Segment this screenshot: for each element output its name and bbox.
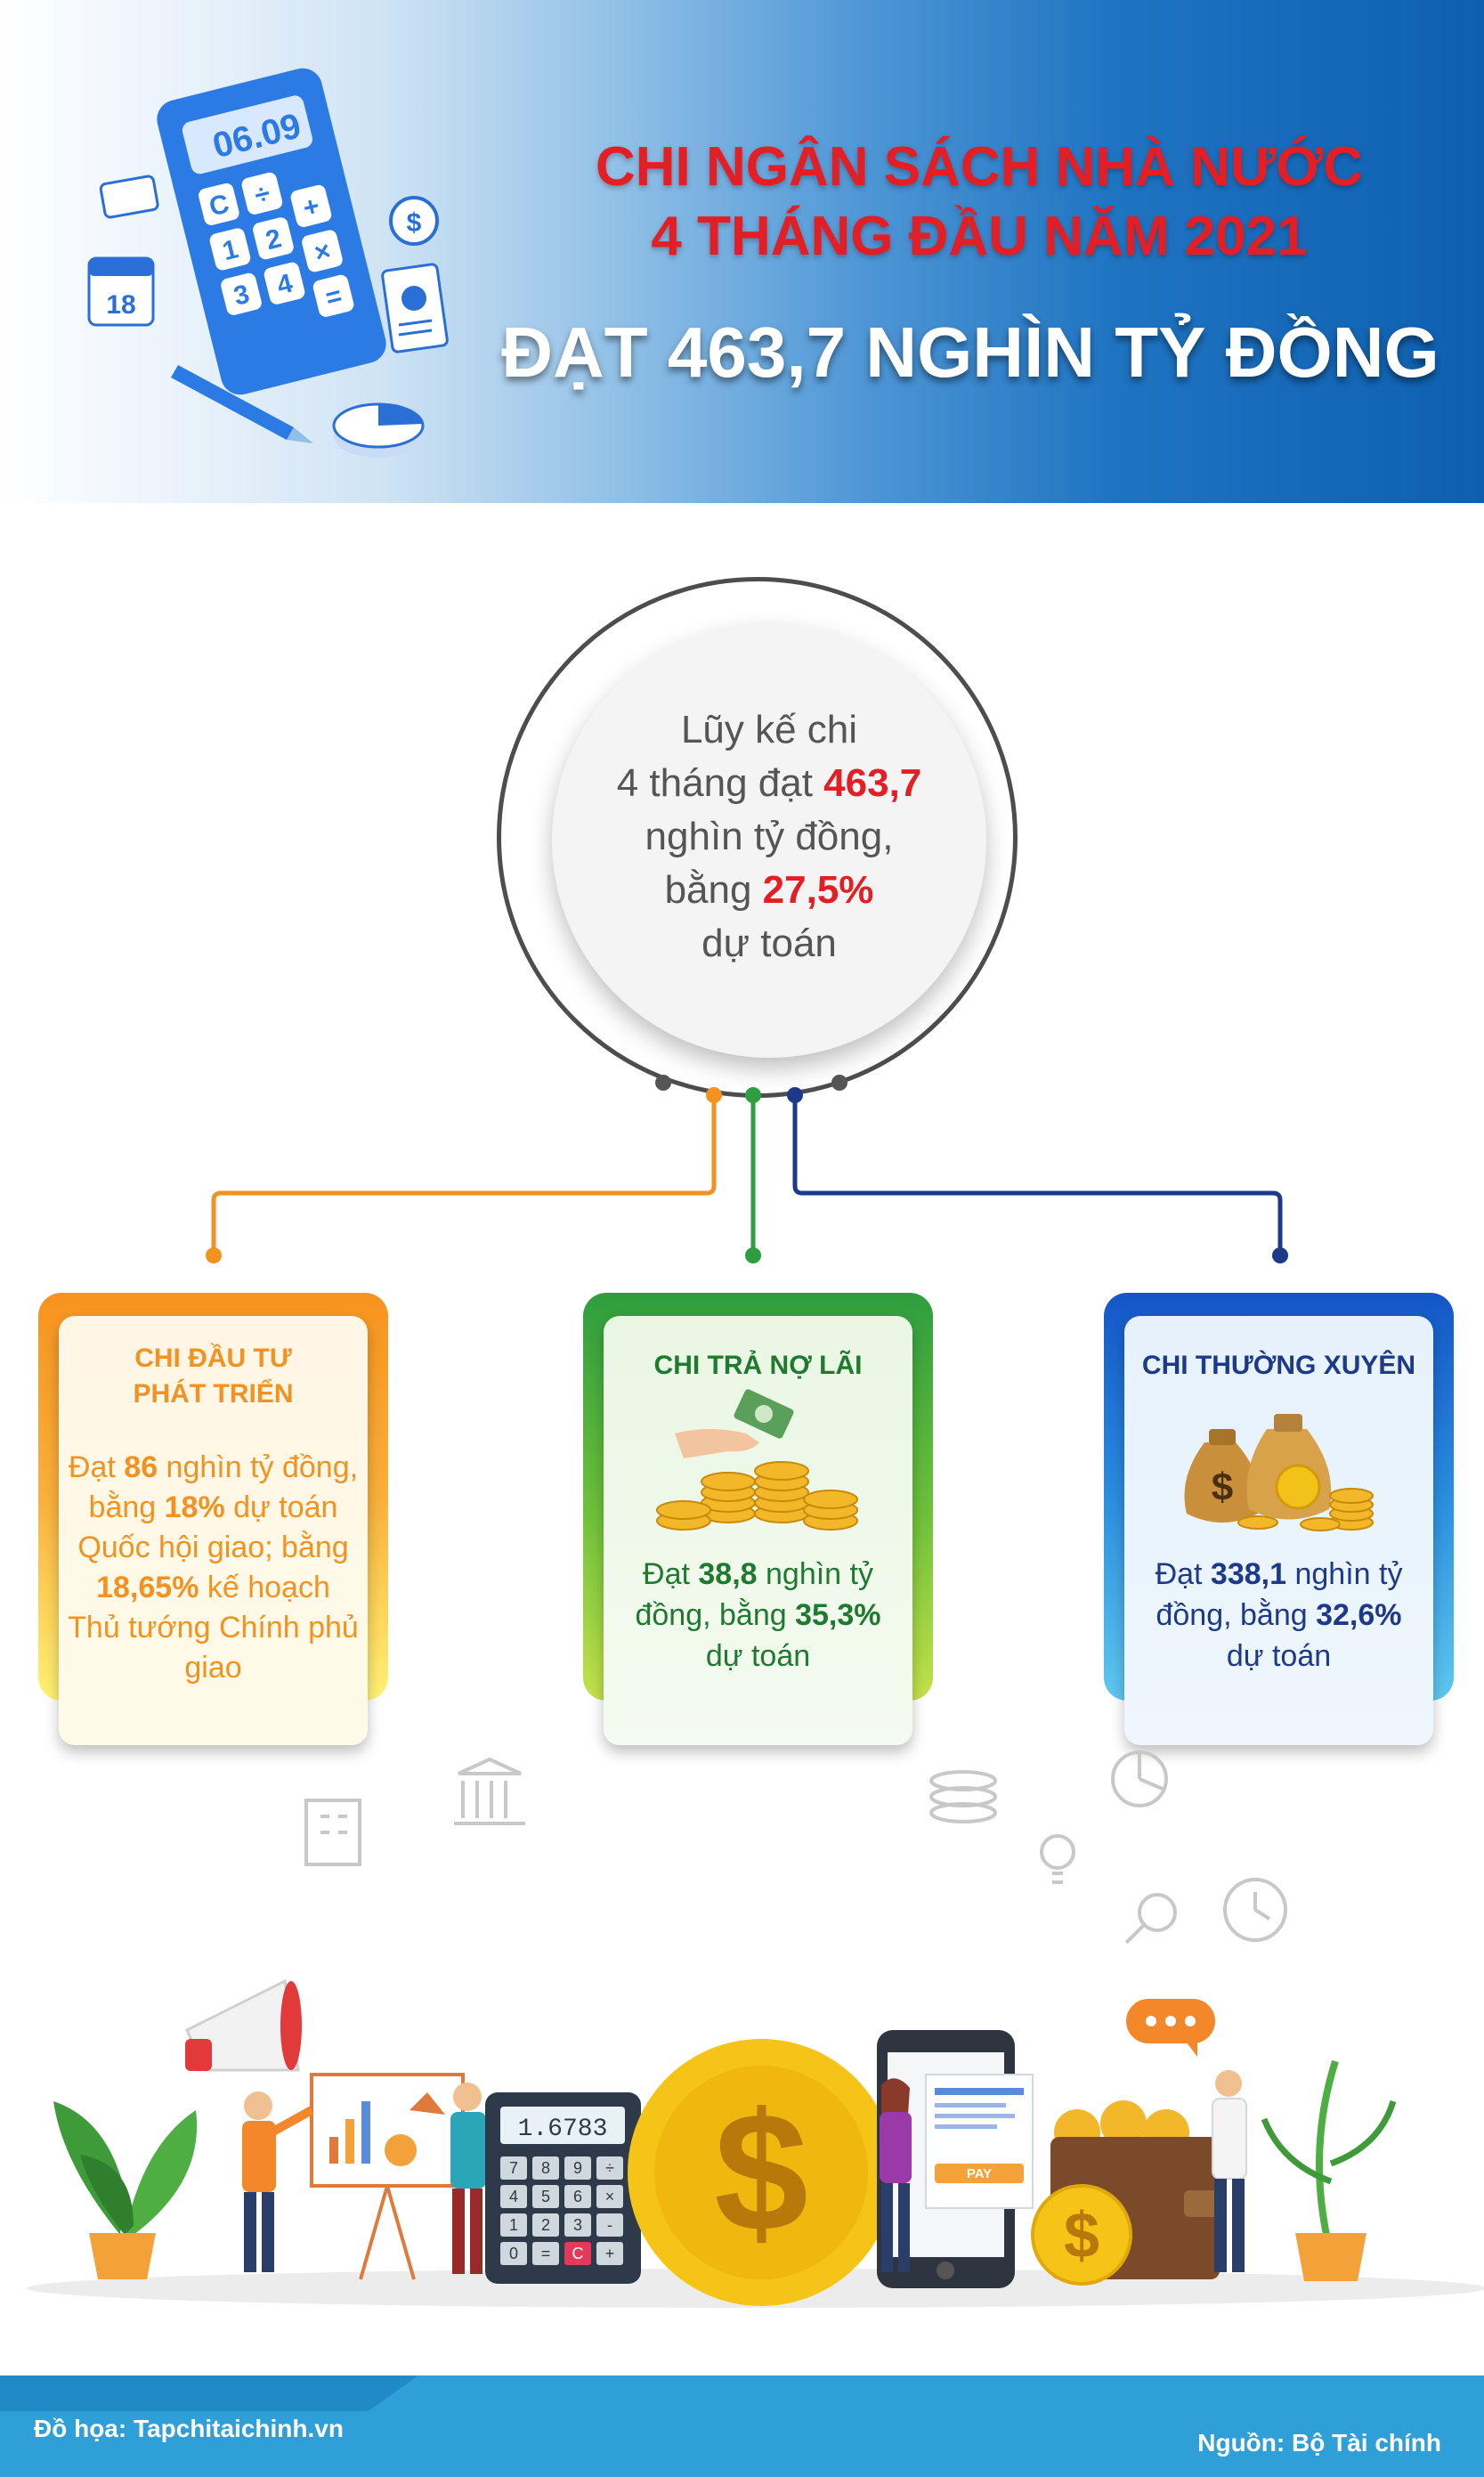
- card-dev: CHI ĐẦU TƯ PHÁT TRIỂN Đạt 86 nghìn tỷ đồ…: [59, 1316, 368, 1745]
- dollar-coin-icon: $: [389, 196, 439, 246]
- calendar-icon: 18: [87, 256, 155, 327]
- summary-percent: 27,5%: [762, 868, 874, 912]
- man-presenter-figure: [242, 2091, 314, 2272]
- man-right-figure: [1212, 2070, 1247, 2272]
- big-dollar-coin-icon: $: [628, 2039, 895, 2306]
- coin-stack-icon: [929, 1770, 997, 1823]
- svg-text:=: =: [541, 2245, 551, 2262]
- svg-text:3: 3: [573, 2216, 582, 2234]
- woman-figure: [880, 2078, 912, 2272]
- calculator-icon: 1.6783 7 8 9 ÷ 4 5 6 × 1 2 3 - 0 = C +: [485, 2092, 641, 2284]
- card-dev-title: CHI ĐẦU TƯ PHÁT TRIỂN: [133, 1344, 294, 1409]
- chat-bubble-icon: [1126, 1999, 1215, 2057]
- svg-text:0: 0: [509, 2245, 518, 2262]
- headline: ĐẠT 463,7 NGHÌN TỶ ĐỒNG: [501, 313, 1439, 392]
- svg-text:5: 5: [541, 2188, 550, 2205]
- money-bags-icon: $: [1184, 1414, 1374, 1531]
- summary-line-1: Lũy kế chi: [680, 708, 858, 751]
- card-icon: [99, 175, 159, 219]
- connector-dot-gray-left: [655, 1075, 671, 1091]
- presentation-board-icon: [310, 2073, 465, 2280]
- svg-text:PAY: PAY: [967, 2166, 992, 2181]
- card-regular-text: Đạt 338,1 nghìn tỷ đồng, bằng 32,6% dự t…: [1155, 1557, 1403, 1673]
- card-interest: CHI TRẢ NỢ LÃI Đạt 38,8 nghìn tỷ đồng, b…: [604, 1316, 912, 1745]
- svg-text:-: -: [607, 2216, 612, 2234]
- summary-line-2: 4 tháng đạt 463,7: [616, 761, 922, 805]
- lightbulb-icon: [1040, 1834, 1075, 1884]
- bank-building-icon: [454, 1757, 525, 1825]
- svg-text:2: 2: [541, 2216, 550, 2234]
- svg-text:1: 1: [509, 2216, 518, 2234]
- footer-source: Nguồn: Bộ Tài chính: [1197, 2429, 1441, 2457]
- connector-navy: [792, 1095, 1283, 1254]
- coins-hand-icon: [656, 1389, 858, 1531]
- footer-accent: [0, 2375, 418, 2411]
- svg-text:$: $: [714, 2078, 808, 2267]
- megaphone-icon: [185, 1978, 302, 2072]
- card-interest-text: Đạt 38,8 nghìn tỷ đồng, bằng 35,3% dự to…: [635, 1557, 881, 1673]
- decorative-icons: [304, 1750, 1287, 1945]
- summary-text: Lũy kế chi 4 tháng đạt 463,7 nghìn tỷ đồ…: [570, 703, 969, 970]
- man-analyst-figure: [450, 2083, 486, 2274]
- card-interest-title: CHI TRẢ NỢ LÃI: [653, 1351, 863, 1380]
- connector-dot-gray-right: [831, 1075, 847, 1091]
- svg-text:9: 9: [573, 2159, 582, 2177]
- summary-line-5: dự toán: [701, 922, 837, 965]
- footer-credit: Đồ họa: Tapchitaichinh.vn: [34, 2415, 344, 2442]
- connector-orange: [211, 1095, 717, 1254]
- svg-text:÷: ÷: [605, 2159, 614, 2177]
- connector-lines: [206, 1075, 1288, 1263]
- header-calculator-icon: 06.09 C ÷ 1 2 + 3 4 × =: [157, 68, 386, 395]
- svg-text:6: 6: [573, 2188, 582, 2205]
- summary-circle: [552, 623, 986, 1058]
- plant-right-icon: [1261, 2059, 1397, 2281]
- report-icon: [381, 263, 449, 353]
- header-illustration: 18 06.09 C ÷ 1 2 + 3 4 × = $: [87, 68, 449, 458]
- clock-icon: [1223, 1878, 1287, 1942]
- title-line-1: CHI NGÂN SÁCH NHÀ NƯỚC: [595, 136, 1364, 198]
- calendar-day: 18: [106, 290, 135, 320]
- bottom-illustration: 1.6783 7 8 9 ÷ 4 5 6 × 1 2 3 - 0 = C + $: [27, 1978, 1484, 2308]
- svg-text:$: $: [1212, 1466, 1233, 1509]
- svg-text:$: $: [407, 208, 422, 238]
- svg-text:8: 8: [541, 2159, 550, 2177]
- card-regular: CHI THƯỜNG XUYÊN $ Đạt 338,1 nghìn tỷ đồ…: [1124, 1316, 1433, 1745]
- svg-text:÷: ÷: [252, 179, 273, 211]
- office-building-icon: [304, 1799, 361, 1866]
- title-line-2: 4 THÁNG ĐẦU NĂM 2021: [651, 206, 1308, 267]
- summary-amount: 463,7: [823, 761, 922, 805]
- svg-text:7: 7: [509, 2159, 518, 2177]
- magnifier-icon: [1124, 1893, 1177, 1945]
- summary-line-4: bằng 27,5%: [664, 868, 874, 912]
- svg-text:+: +: [605, 2245, 615, 2262]
- card-regular-title: CHI THƯỜNG XUYÊN: [1141, 1351, 1416, 1380]
- svg-text:$: $: [1064, 2200, 1099, 2271]
- card-dev-text: Đạt 86 nghìn tỷ đồng, bằng 18% dự toán Q…: [68, 1450, 359, 1685]
- svg-text:1.6783: 1.6783: [518, 2116, 608, 2143]
- pie-chart-icon: [332, 402, 425, 458]
- pencil-icon: [171, 365, 313, 443]
- svg-text:×: ×: [605, 2188, 615, 2205]
- gold-coin-icon: $: [1031, 2184, 1132, 2286]
- svg-text:C: C: [572, 2245, 584, 2262]
- svg-text:4: 4: [509, 2188, 518, 2205]
- plant-left-icon: [53, 2101, 198, 2279]
- summary-line-3: nghìn tỷ đồng,: [645, 815, 894, 858]
- pie-outline-icon: [1111, 1750, 1168, 1807]
